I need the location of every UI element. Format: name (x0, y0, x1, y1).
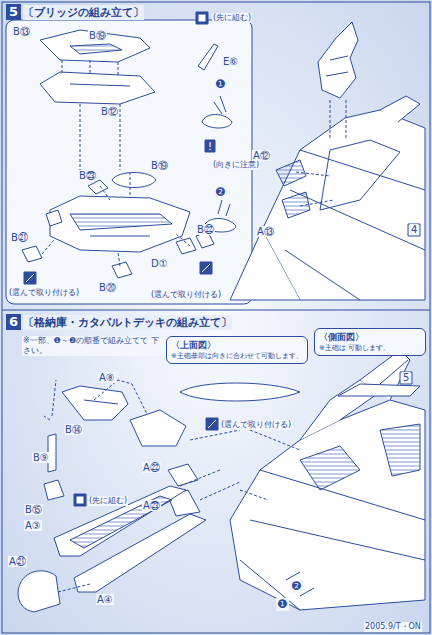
part-number: E⑥ (222, 56, 239, 67)
part-number: A⑧ (98, 372, 116, 383)
part-number: A④ (96, 594, 114, 605)
step-marker: ❶ (276, 598, 289, 611)
step-number: 6 (6, 314, 21, 330)
step-reference: 5 (402, 372, 410, 383)
part-number: B⑲ (88, 30, 107, 41)
note-text: ※一部、❶～❷の順番で組み立てて 下さい。 (22, 336, 164, 356)
part-number: B⑫ (100, 106, 119, 117)
part-number: A㉓ (142, 500, 161, 511)
step-header: 5〔ブリッジの組み立て〕 (6, 4, 144, 20)
part-number: D① (150, 258, 169, 269)
step-title: 〔ブリッジの組み立て〕 (23, 5, 144, 20)
step-marker: ❷ (290, 580, 303, 593)
step-reference: 4 (410, 224, 418, 235)
inset-view-box: 〈側面図〉※主砲は 可動します。 (314, 328, 426, 356)
view-title: 〈側面図〉 (319, 331, 421, 344)
inset-view-box: 〈上面図〉※主砲基部は向きに合わせて可動します。 (166, 336, 308, 364)
part-number: B⑳ (98, 282, 117, 293)
part-number: A㉑ (8, 556, 27, 567)
part-number: A③ (24, 520, 42, 531)
view-title: 〈上面図〉 (171, 339, 303, 352)
note-text: (選んで取り付ける) (150, 290, 222, 300)
note-text: (向きに注意) (212, 160, 260, 170)
note-text: (選んで取り付ける) (220, 420, 292, 430)
part-number: B⑬ (12, 26, 31, 37)
step-marker: ❶ (214, 78, 227, 91)
part-number: B⑨ (32, 452, 50, 463)
step-title: 〔格納庫・カタパルトデッキの組み立て〕 (23, 315, 232, 330)
part-number: B⑭ (64, 424, 83, 435)
part-number: B㉓ (78, 170, 97, 181)
part-number: B⑮ (24, 504, 43, 515)
view-note: ※主砲基部は向きに合わせて可動します。 (171, 352, 303, 361)
part-number: B㉑ (10, 232, 29, 243)
part-number: A㉒ (142, 462, 161, 473)
part-number: A⑫ (252, 150, 271, 161)
print-code: 2005.9/T・ON (364, 622, 422, 632)
step-number: 5 (6, 4, 21, 20)
step-marker: ❷ (214, 186, 227, 199)
svg-text:!: ! (208, 141, 212, 152)
view-note: ※主砲は 可動します。 (319, 344, 421, 353)
part-number: B⑲ (150, 160, 169, 171)
note-text: (先に組む) (88, 496, 128, 506)
part-number: B㉒ (196, 224, 215, 235)
note-text: (選んで取り付ける) (8, 288, 80, 298)
note-text: (先に組む) (212, 13, 252, 23)
step-header: 6〔格納庫・カタパルトデッキの組み立て〕 (6, 314, 232, 330)
part-number: A⑬ (256, 226, 275, 237)
